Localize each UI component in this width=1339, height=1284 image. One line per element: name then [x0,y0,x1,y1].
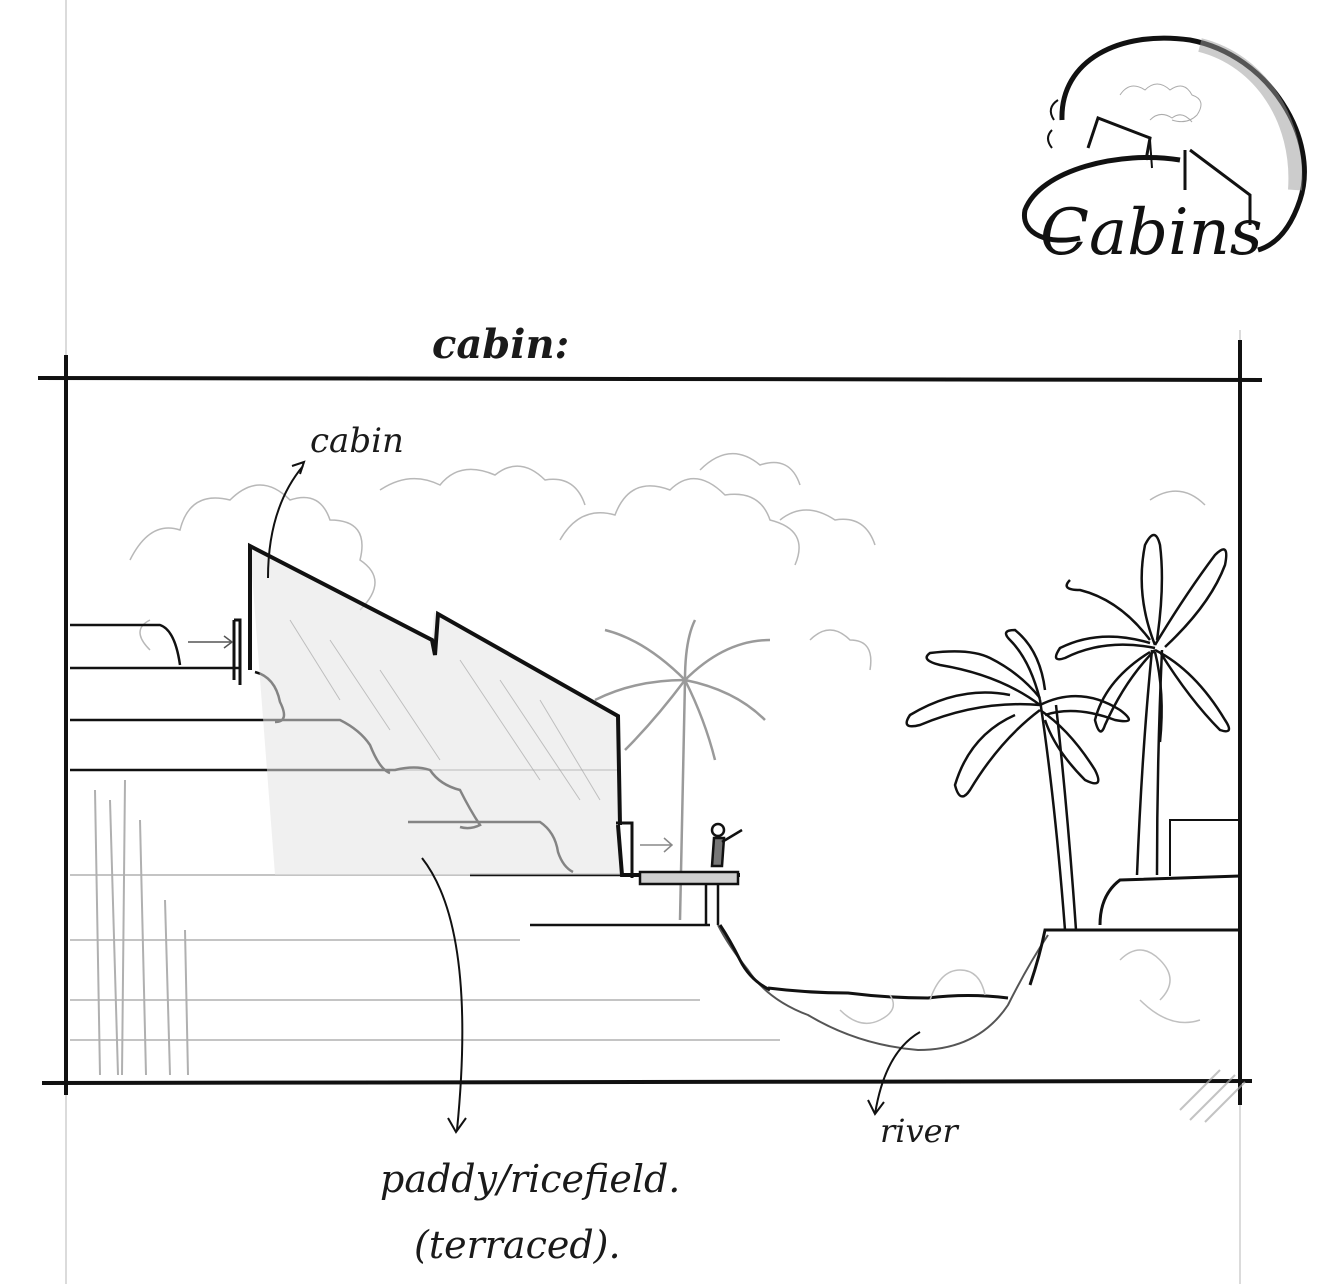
cabin-section [188,542,743,925]
palm-trees [905,533,1231,931]
river-valley [717,819,1246,1123]
drawing-frame [37,340,1263,1105]
page-margins [65,0,1241,1284]
leader-lines [267,460,921,1134]
label-cabin: cabin [310,421,404,461]
section-title: cabin: [432,321,569,368]
background-foliage [129,452,1206,671]
cabins-logo: Cabins [1022,35,1307,270]
label-paddy: paddy/ricefield. [380,1157,680,1201]
label-river: river [880,1112,960,1150]
grass-left [94,779,189,1076]
label-terraced: (terraced). [414,1223,621,1267]
person-figure [710,822,743,868]
logo-text: Cabins [1040,196,1263,270]
